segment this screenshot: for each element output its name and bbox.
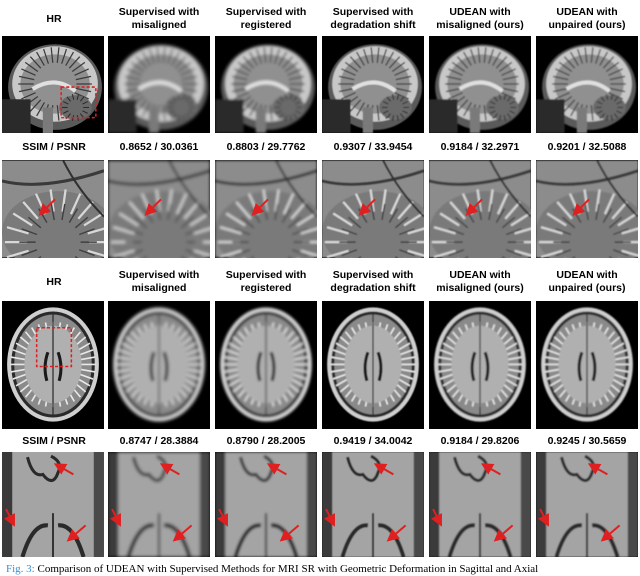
sagittal-image-supervised-misaligned — [108, 36, 210, 133]
axial-header-hr: HR — [46, 275, 62, 288]
sagittal-brain-image — [108, 44, 208, 133]
axial-zoom-udean-unpaired — [536, 452, 638, 557]
sagittal-metric-supervised-misaligned: 0.8652 / 30.0361 — [119, 141, 199, 153]
axial-header-supervised-registered: Supervised with registered — [225, 269, 307, 294]
sagittal-header-hr: HR — [46, 12, 62, 25]
axial-metric-supervised-degradation-shift: 0.9419 / 34.0042 — [333, 435, 413, 447]
sagittal-zoom-image — [2, 160, 104, 258]
axial-image-supervised-registered — [215, 301, 317, 429]
axial-image-hr — [2, 301, 104, 429]
axial-brain-image — [541, 307, 633, 422]
axial-brain-image — [327, 307, 419, 422]
sagittal-zoom-supervised-registered — [215, 160, 317, 258]
axial-image-supervised-misaligned — [108, 301, 210, 429]
sagittal-header-supervised-degradation-shift: Supervised with degradation shift — [330, 6, 416, 31]
axial-brain-image — [220, 307, 312, 422]
axial-zoom-image — [536, 452, 638, 557]
sagittal-zoom-supervised-degradation-shift — [322, 160, 424, 258]
sagittal-metric-label: SSIM / PSNR — [22, 141, 86, 153]
axial-zoom-image — [108, 452, 210, 557]
figure-caption: Fig. 3: Comparison of UDEAN with Supervi… — [6, 563, 640, 576]
sagittal-brain-image — [536, 44, 636, 133]
axial-metric-udean-unpaired: 0.9245 / 30.5659 — [547, 435, 627, 447]
figure-caption-text: Comparison of UDEAN with Supervised Meth… — [37, 563, 539, 575]
axial-zoom-image — [429, 452, 531, 557]
sagittal-metric-supervised-registered: 0.8803 / 29.7762 — [226, 141, 306, 153]
sagittal-metric-supervised-degradation-shift: 0.9307 / 33.9454 — [333, 141, 413, 153]
axial-metric-label: SSIM / PSNR — [22, 435, 86, 447]
axial-image-udean-unpaired — [536, 301, 638, 429]
axial-metric-udean-misaligned: 0.9184 / 29.8206 — [440, 435, 520, 447]
axial-zoom-image — [2, 452, 104, 557]
axial-brain-image — [7, 307, 99, 422]
axial-image-udean-misaligned — [429, 301, 531, 429]
axial-header-supervised-degradation-shift: Supervised with degradation shift — [330, 269, 416, 294]
sagittal-image-supervised-degradation-shift — [322, 36, 424, 133]
sagittal-zoom-image — [215, 160, 317, 258]
sagittal-brain-image — [2, 44, 102, 133]
axial-image-supervised-degradation-shift — [322, 301, 424, 429]
sagittal-header-supervised-misaligned: Supervised with misaligned — [118, 6, 200, 31]
sagittal-header-supervised-registered: Supervised with registered — [225, 6, 307, 31]
sagittal-zoom-image — [108, 160, 210, 258]
sagittal-header-udean-misaligned: UDEAN with misaligned (ours) — [436, 6, 524, 31]
axial-header-udean-misaligned: UDEAN with misaligned (ours) — [436, 269, 524, 294]
sagittal-zoom-udean-misaligned — [429, 160, 531, 258]
sagittal-zoom-hr — [2, 160, 104, 258]
axial-zoom-image — [215, 452, 317, 557]
sagittal-brain-image — [322, 44, 422, 133]
axial-zoom-hr — [2, 452, 104, 557]
axial-brain-image — [434, 307, 526, 422]
axial-header-udean-unpaired: UDEAN with unpaired (ours) — [548, 269, 626, 294]
sagittal-image-supervised-registered — [215, 36, 317, 133]
sagittal-image-udean-misaligned — [429, 36, 531, 133]
axial-metric-supervised-misaligned: 0.8747 / 28.3884 — [119, 435, 199, 447]
sagittal-image-udean-unpaired — [536, 36, 638, 133]
axial-zoom-udean-misaligned — [429, 452, 531, 557]
sagittal-zoom-udean-unpaired — [536, 160, 638, 258]
axial-header-supervised-misaligned: Supervised with misaligned — [118, 269, 200, 294]
sagittal-zoom-supervised-misaligned — [108, 160, 210, 258]
axial-zoom-supervised-registered — [215, 452, 317, 557]
sagittal-zoom-image — [536, 160, 638, 258]
sagittal-metric-udean-unpaired: 0.9201 / 32.5088 — [547, 141, 627, 153]
axial-zoom-supervised-degradation-shift — [322, 452, 424, 557]
sagittal-metric-udean-misaligned: 0.9184 / 32.2971 — [440, 141, 520, 153]
axial-metric-supervised-registered: 0.8790 / 28.2005 — [226, 435, 306, 447]
axial-zoom-image — [322, 452, 424, 557]
figure-caption-label: Fig. 3: — [6, 563, 35, 575]
sagittal-zoom-image — [322, 160, 424, 258]
sagittal-brain-image — [215, 44, 315, 133]
sagittal-header-udean-unpaired: UDEAN with unpaired (ours) — [548, 6, 626, 31]
axial-zoom-supervised-misaligned — [108, 452, 210, 557]
axial-brain-image — [113, 307, 205, 422]
sagittal-zoom-image — [429, 160, 531, 258]
sagittal-image-hr — [2, 36, 104, 133]
sagittal-brain-image — [429, 44, 529, 133]
